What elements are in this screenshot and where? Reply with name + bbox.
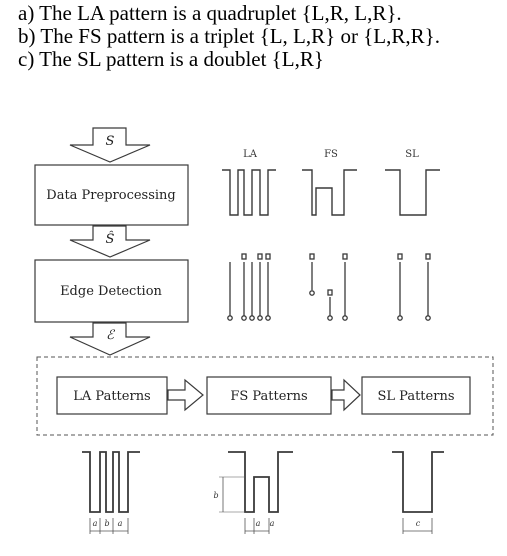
fs-edge-sticks bbox=[309, 253, 348, 321]
fs-dim-b: b bbox=[213, 491, 218, 500]
la-dim-b: b bbox=[104, 519, 109, 528]
patterns-container bbox=[36, 356, 494, 436]
waveform-label-la: LA bbox=[243, 149, 258, 160]
sl-patterns-box: SL Patterns bbox=[361, 376, 471, 415]
fs-dim-a2: a bbox=[270, 519, 275, 528]
input-arrow: S bbox=[69, 127, 151, 163]
fs-patterns-box: FS Patterns bbox=[206, 376, 332, 415]
edge-detection-label: Edge Detection bbox=[60, 284, 162, 299]
sl-pattern-shape: c bbox=[392, 451, 444, 534]
sl-waveform bbox=[385, 169, 440, 216]
output-arrow: ℰ bbox=[69, 322, 151, 356]
description-text: a) The LA pattern is a quadruplet {L,R, … bbox=[18, 2, 507, 71]
output-arrow-label: ℰ bbox=[106, 328, 115, 343]
input-arrow-label: S bbox=[106, 134, 115, 149]
sl-dim-c: c bbox=[416, 519, 421, 528]
arrow-fs-to-sl bbox=[331, 378, 361, 412]
la-dim-a1: a bbox=[93, 519, 98, 528]
waveform-label-sl: SL bbox=[405, 149, 419, 160]
sl-patterns-label: SL Patterns bbox=[378, 389, 455, 404]
la-waveform bbox=[222, 169, 276, 216]
fs-patterns-label: FS Patterns bbox=[230, 389, 307, 404]
line-b: b) The FS pattern is a triplet {L, L,R} … bbox=[18, 24, 440, 48]
fs-dim-a1: a bbox=[256, 519, 261, 528]
fs-pattern-shape: b a a bbox=[213, 451, 293, 534]
la-patterns-label: LA Patterns bbox=[73, 389, 150, 404]
middle-arrow: Ŝ bbox=[69, 225, 151, 258]
line-a: a) The LA pattern is a quadruplet {L,R, … bbox=[18, 1, 402, 25]
la-patterns-box: LA Patterns bbox=[56, 376, 168, 415]
fs-waveform bbox=[302, 169, 357, 216]
la-dim-a2: a bbox=[118, 519, 123, 528]
middle-arrow-label: Ŝ bbox=[106, 230, 115, 247]
edge-detection-box: Edge Detection bbox=[34, 259, 189, 323]
waveform-label-fs: FS bbox=[324, 149, 338, 160]
arrow-la-to-fs bbox=[167, 378, 204, 412]
la-edge-sticks bbox=[227, 253, 271, 321]
data-preprocessing-label: Data Preprocessing bbox=[46, 188, 175, 203]
line-c: c) The SL pattern is a doublet {L,R} bbox=[18, 47, 324, 71]
data-preprocessing-box: Data Preprocessing bbox=[34, 164, 189, 226]
sl-edge-sticks bbox=[397, 253, 431, 321]
la-pattern-shape: a b a bbox=[82, 451, 140, 534]
